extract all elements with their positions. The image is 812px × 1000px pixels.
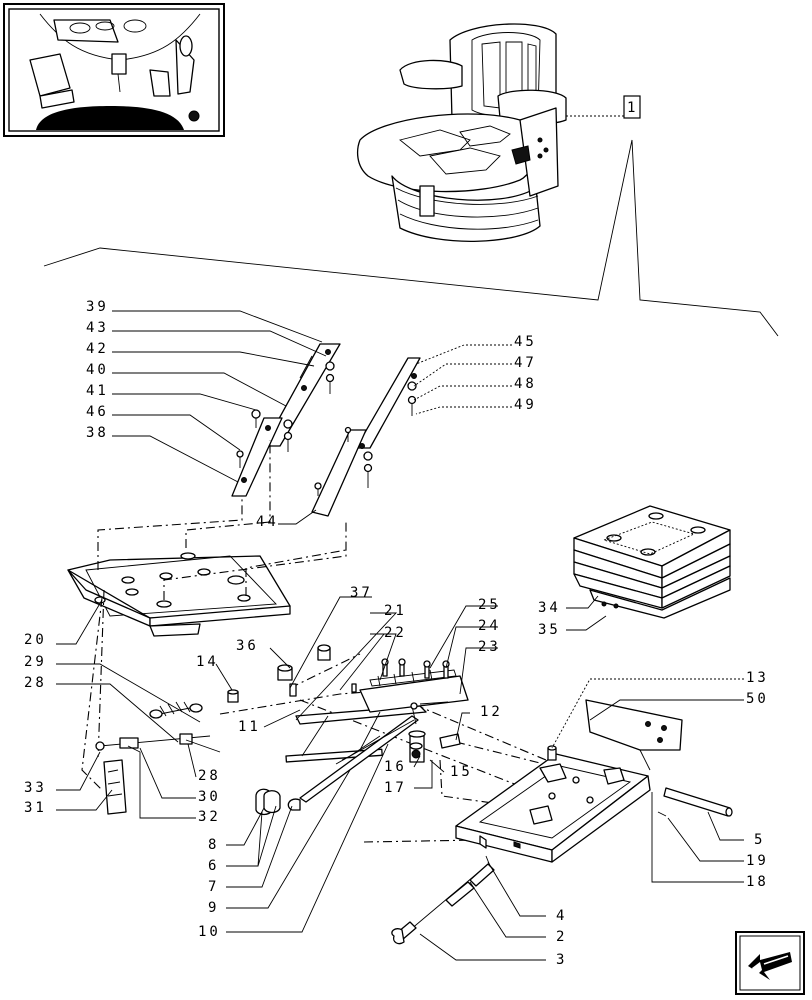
next-page-arrow-icon[interactable] bbox=[735, 931, 805, 995]
callout-39: 39 bbox=[86, 299, 109, 315]
seat-assembly-image bbox=[356, 23, 567, 242]
callout-47: 47 bbox=[514, 355, 537, 371]
callout-28: 28 bbox=[24, 675, 47, 691]
callout-10: 10 bbox=[198, 924, 221, 940]
callout-46: 46 bbox=[86, 404, 109, 420]
callout-22: 22 bbox=[384, 625, 407, 641]
callout-30: 30 bbox=[198, 789, 221, 805]
callout-23: 23 bbox=[478, 639, 501, 655]
cushion-stack bbox=[573, 505, 731, 619]
detail-frame-lines bbox=[43, 139, 779, 337]
callout-28-lower: 28 bbox=[198, 768, 221, 784]
adjustment-mechanism bbox=[285, 669, 469, 811]
seat-base-plate bbox=[67, 552, 291, 637]
callout-4: 4 bbox=[556, 908, 567, 924]
callout-24: 24 bbox=[478, 618, 501, 634]
callout-labels: 39 43 42 40 41 46 38 45 47 48 49 44 37 2… bbox=[24, 299, 769, 968]
callout-49: 49 bbox=[514, 397, 537, 413]
pivot-bushings bbox=[255, 788, 281, 816]
lever-grip bbox=[103, 759, 127, 815]
callout-15: 15 bbox=[450, 764, 473, 780]
callout-13: 13 bbox=[746, 670, 769, 686]
callout-35: 35 bbox=[538, 622, 561, 638]
callout-7: 7 bbox=[208, 879, 219, 895]
reference-box-label: 1 bbox=[627, 100, 638, 116]
callout-29: 29 bbox=[24, 654, 47, 670]
callout-41: 41 bbox=[86, 383, 109, 399]
reference-box-1: 1 bbox=[566, 95, 641, 119]
callout-42: 42 bbox=[86, 341, 109, 357]
spring-damper bbox=[95, 701, 221, 753]
callout-18: 18 bbox=[746, 874, 769, 890]
adjustment-knob bbox=[391, 855, 495, 945]
left-slide-rail bbox=[231, 343, 341, 497]
callout-3: 3 bbox=[556, 952, 567, 968]
callout-6: 6 bbox=[208, 858, 219, 874]
callout-5: 5 bbox=[754, 832, 765, 848]
callout-11: 11 bbox=[238, 719, 261, 735]
callout-44: 44 bbox=[256, 514, 279, 530]
callout-33: 33 bbox=[24, 780, 47, 796]
callout-50: 50 bbox=[746, 691, 769, 707]
lower-frame bbox=[455, 699, 733, 863]
callout-17: 17 bbox=[384, 780, 407, 796]
callout-20: 20 bbox=[24, 632, 47, 648]
callout-45: 45 bbox=[514, 334, 537, 350]
right-slide-rail bbox=[311, 357, 421, 517]
callout-38: 38 bbox=[86, 425, 109, 441]
callout-21: 21 bbox=[384, 603, 407, 619]
callout-32: 32 bbox=[198, 809, 221, 825]
callout-8: 8 bbox=[208, 837, 219, 853]
callout-34: 34 bbox=[538, 600, 561, 616]
callout-48: 48 bbox=[514, 376, 537, 392]
callout-2: 2 bbox=[556, 929, 567, 945]
callout-25: 25 bbox=[478, 597, 501, 613]
callout-12: 12 bbox=[480, 704, 503, 720]
leader-lines bbox=[56, 310, 744, 961]
callout-14: 14 bbox=[196, 654, 219, 670]
callout-37: 37 bbox=[350, 585, 373, 601]
callout-31: 31 bbox=[24, 800, 47, 816]
callout-43: 43 bbox=[86, 320, 109, 336]
callout-40: 40 bbox=[86, 362, 109, 378]
callout-19: 19 bbox=[746, 853, 769, 869]
callout-9: 9 bbox=[208, 900, 219, 916]
callout-16: 16 bbox=[384, 759, 407, 775]
callout-36: 36 bbox=[236, 638, 259, 654]
locator-inset-image bbox=[3, 3, 225, 137]
